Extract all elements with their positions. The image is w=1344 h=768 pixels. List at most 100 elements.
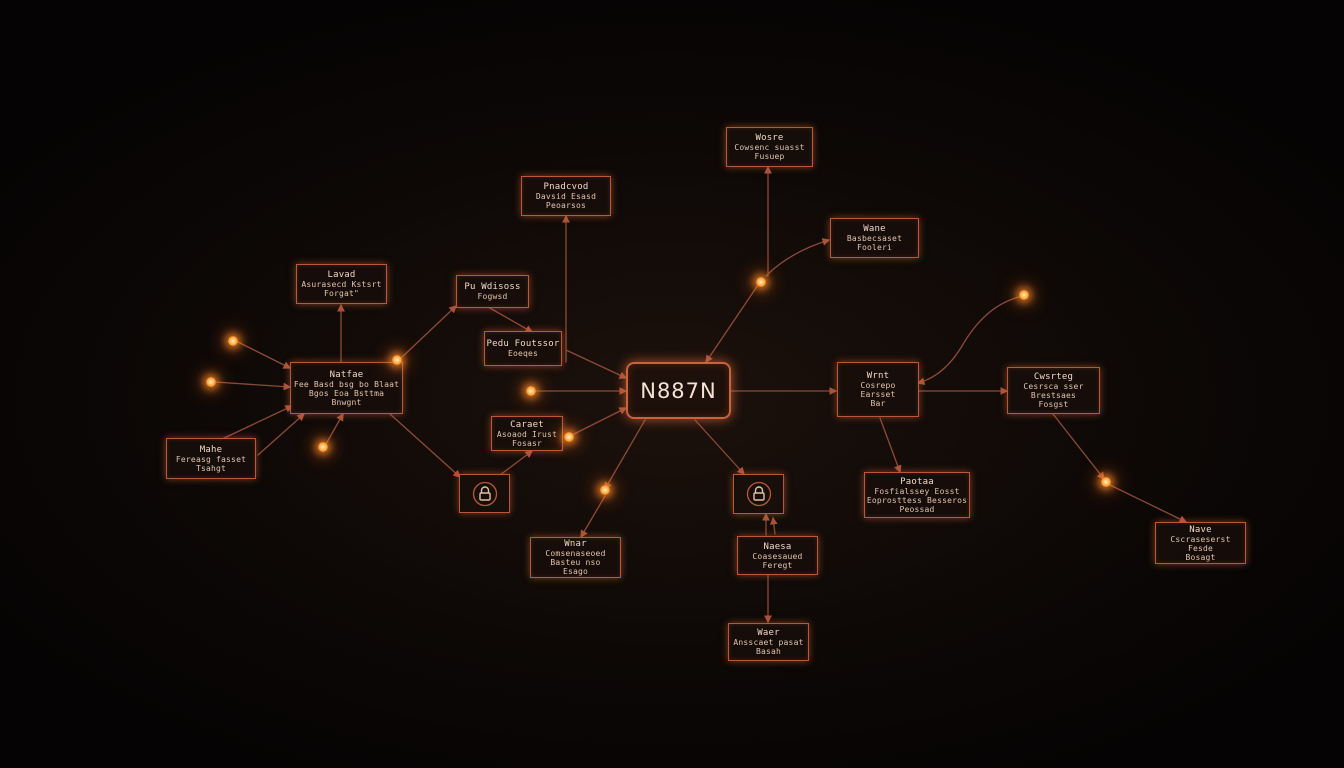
edge (325, 412, 344, 445)
glow-dot (228, 336, 238, 346)
glow-dot (1101, 477, 1111, 487)
edge (487, 306, 534, 333)
node-line: Bar (870, 399, 886, 408)
node-line: Esago (562, 567, 589, 576)
node-mid-low[interactable]: Caraet Asoaod Irust Fosasr (491, 416, 563, 451)
node-line: Bnwgnt (331, 397, 362, 407)
glow-dot (564, 432, 574, 442)
node-line: Fogwsd (477, 292, 508, 301)
node-line: Coasesaued (752, 551, 803, 561)
hub-node[interactable]: N887N (626, 362, 731, 419)
node-line: Fusuep (754, 152, 785, 161)
node-mid-small[interactable]: Pedu Foutssor Eoeqes (484, 331, 562, 366)
node-title: Paotaa (900, 476, 934, 487)
node-line: Cscraseserst (1170, 534, 1231, 544)
edge (705, 281, 761, 364)
node-line: Earsset (860, 390, 896, 399)
node-title: Caraet (510, 419, 544, 430)
edge (580, 495, 606, 539)
node-line: Eoeqes (507, 349, 539, 358)
node-line: Cesrsca sser (1023, 382, 1084, 391)
node-top-right[interactable]: Wosre Cowsenc suasst Fusuep (726, 127, 813, 167)
edge (257, 413, 305, 456)
glow-dot (1019, 290, 1029, 300)
node-title: Wrnt (866, 371, 890, 381)
glow-dot (392, 355, 402, 365)
node-bottom-left[interactable]: Wnar Comsenaseoed Basteu nso Esago (530, 537, 621, 578)
node-line: Brestsaes (1030, 391, 1077, 400)
edge (916, 296, 1020, 386)
node-line: Davsid Esasd (535, 192, 597, 201)
edge (499, 450, 534, 476)
node-line: Forgat" (323, 289, 360, 298)
glow-dot (206, 377, 216, 387)
lock-node-right[interactable] (733, 474, 784, 514)
glow-dot (600, 485, 610, 495)
edge (214, 381, 292, 391)
node-line: Eoprosttess Besseros (866, 495, 968, 505)
node-far-right[interactable]: Cwsrteg Cesrsca sser Brestsaes Fosgst (1007, 367, 1100, 414)
glow-dot (318, 442, 328, 452)
node-bottom-center[interactable]: Naesa Coasesaued Feregt (737, 536, 818, 575)
node-line: Fesde (1187, 543, 1214, 553)
edge (399, 305, 457, 360)
node-far-right-low[interactable]: Nave Cscraseserst Fesde Bosagt (1155, 522, 1246, 564)
edge (1052, 413, 1105, 481)
node-title: Nave (1189, 524, 1212, 535)
node-line: Basah (755, 647, 782, 656)
node-title: Wane (863, 224, 886, 234)
node-line: Fosasr (511, 438, 543, 448)
node-bottom-right[interactable]: Paotaa Fosfialssey Eosst Eoprosttess Bes… (864, 472, 970, 518)
node-line: Tsahgt (195, 463, 227, 473)
node-line: Asoaod Irust (496, 429, 558, 439)
lock-node-left[interactable] (459, 474, 510, 513)
node-title: Natfae (329, 369, 364, 380)
hub-label: N887N (640, 378, 717, 403)
node-line: Bgos Eoa Bsttma (308, 388, 385, 398)
node-left-main[interactable]: Natfae Fee Basd bsg bo Blaat Bgos Eoa Bs… (290, 362, 403, 414)
edge (694, 419, 745, 475)
lock-icon (472, 481, 497, 506)
node-line: Basbecsaset (846, 234, 903, 243)
edge (571, 407, 628, 436)
node-line: Peoarsos (545, 201, 587, 210)
node-line: Basteu nso (550, 558, 601, 567)
node-title: Cwsrteg (1033, 372, 1074, 382)
node-bottom-last[interactable]: Waer Ansscaet pasat Basah (728, 623, 809, 661)
node-line: Feregt (762, 560, 793, 570)
node-title: Wnar (564, 539, 587, 549)
edge (565, 349, 628, 379)
edge (879, 417, 902, 474)
node-line: Fosgst (1038, 400, 1069, 409)
node-right-mid[interactable]: Wrnt Cosrepo Earsset Bar (837, 362, 919, 417)
node-right-upper[interactable]: Wane Basbecsaset Fooleri (830, 218, 919, 258)
node-title: Waer (757, 628, 780, 638)
node-title: Wosre (755, 133, 784, 143)
node-line: Fee Basd bsg bo Blaat (293, 379, 400, 389)
node-top-mid[interactable]: Pnadcvod Davsid Esasd Peoarsos (521, 176, 611, 216)
edge (237, 341, 292, 369)
node-line: Comsenaseoed (545, 549, 606, 558)
node-title: Naesa (763, 541, 792, 552)
edge (389, 413, 461, 478)
node-line: Fosfialssey Eosst (874, 486, 960, 496)
edge (1109, 484, 1188, 523)
node-line: Fereasg fasset (175, 454, 247, 464)
node-line: Bosagt (1185, 552, 1216, 562)
edge (769, 516, 778, 535)
node-title: Pu Wdisoss (464, 282, 521, 292)
node-line: Cosrepo (860, 381, 896, 390)
node-title: Pedu Foutssor (486, 339, 560, 349)
node-line: Fooleri (856, 243, 893, 252)
node-left-low[interactable]: Mahe Fereasg fasset Tsahgt (166, 438, 256, 479)
node-left-top[interactable]: Lavad Asurasecd Kstsrt Forgat" (296, 264, 387, 304)
node-line: Ansscaet pasat (733, 638, 804, 647)
edge (604, 419, 646, 491)
node-line: Cowsenc suasst (734, 143, 805, 152)
glow-dot (526, 386, 536, 396)
node-line: Peossad (899, 504, 935, 514)
node-mid-top[interactable]: Pu Wdisoss Fogwsd (456, 275, 529, 308)
node-title: Lavad (327, 270, 356, 280)
node-title: Mahe (199, 444, 223, 455)
